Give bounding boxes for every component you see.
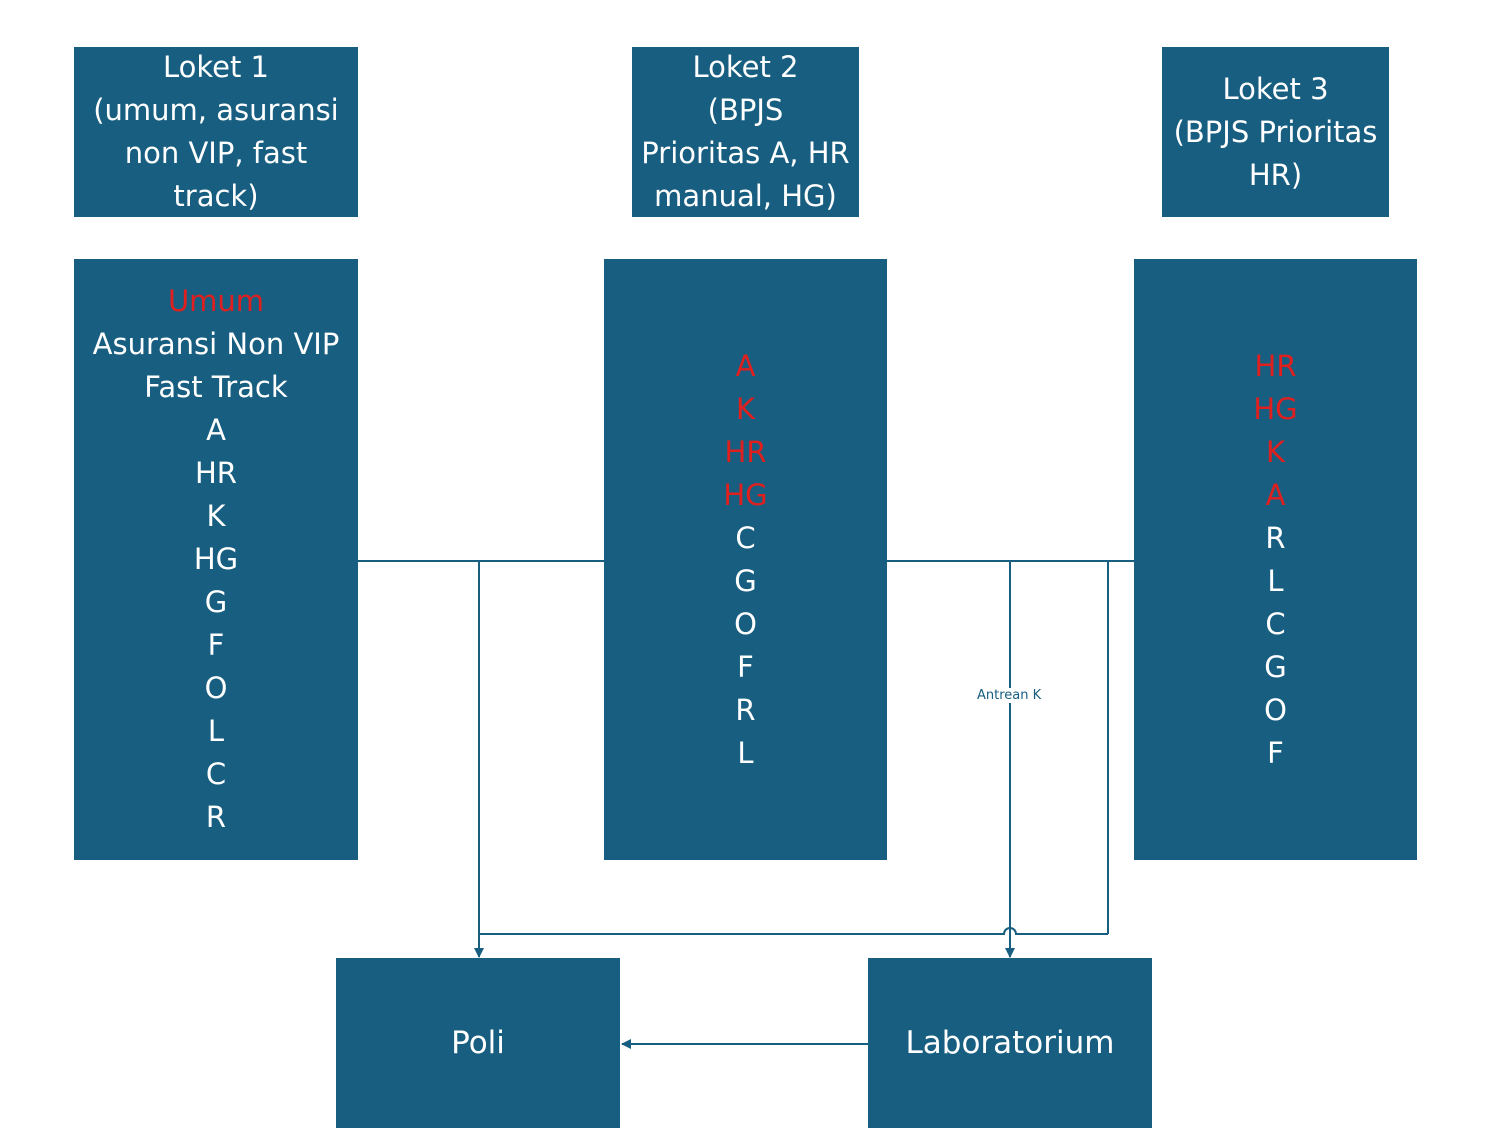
loket-3-title-line: Loket 3 xyxy=(1222,71,1329,106)
queue-item: HR xyxy=(195,456,237,490)
queue-item: F xyxy=(207,628,225,662)
loket-2-title-line: Prioritas A, HR xyxy=(641,136,850,170)
queue-item: HG xyxy=(1253,392,1298,426)
poli-label: Poli xyxy=(451,1025,505,1061)
queue-item: C xyxy=(205,757,227,791)
queue-item: Fast Track xyxy=(144,370,288,404)
loket-3-title: Loket 3 (BPJS Prioritas HR) xyxy=(1174,68,1378,197)
queue-item: G xyxy=(1264,650,1287,684)
connector-return-to-poli xyxy=(479,927,1108,935)
laboratorium-box: Laboratorium xyxy=(868,958,1152,1128)
queue-item: C xyxy=(735,521,756,555)
queue-item: G xyxy=(734,564,757,598)
loket-2-title-line: Loket 2 xyxy=(692,50,799,84)
queue-item: C xyxy=(1265,607,1286,641)
queue-item: HR xyxy=(724,435,767,469)
queue-item: A xyxy=(1265,478,1286,512)
queue-item: O xyxy=(734,607,757,641)
loket-3-title-line: (BPJS Prioritas xyxy=(1173,114,1378,149)
queue-item: L xyxy=(207,714,225,748)
loket-3-header: Loket 3 (BPJS Prioritas HR) xyxy=(1162,47,1389,217)
queue-item: L xyxy=(737,736,754,770)
loket-3-title-line: HR) xyxy=(1248,157,1303,192)
poli-box: Poli xyxy=(336,958,620,1128)
loket-1-title-line: track) xyxy=(173,179,259,213)
queue-item: R xyxy=(205,800,227,834)
queue-item: Asuransi Non VIP xyxy=(92,327,340,361)
loket-2-title-line: (BPJS xyxy=(707,93,784,127)
queue-item: HR xyxy=(1254,349,1297,383)
queue-item: O xyxy=(204,671,228,705)
queue-item: HG xyxy=(193,542,239,576)
queue-item: Umum xyxy=(167,284,265,318)
queue-item: F xyxy=(737,650,754,684)
queue-item: K xyxy=(206,499,226,533)
queue-item: G xyxy=(204,585,228,619)
queue-item: L xyxy=(1267,564,1284,598)
queue-item: R xyxy=(1265,521,1286,555)
queue-item: A xyxy=(206,413,226,447)
loket-2-title: Loket 2 (BPJS Prioritas A, HR manual, HG… xyxy=(641,46,849,218)
laboratorium-label: Laboratorium xyxy=(905,1025,1115,1061)
antrean-k-label: Antrean K xyxy=(975,688,1044,703)
queue-item: O xyxy=(1264,693,1287,727)
queue-item: R xyxy=(735,693,756,727)
loket-2-header: Loket 2 (BPJS Prioritas A, HR manual, HG… xyxy=(632,47,859,217)
loket-1-header: Loket 1 (umum, asuransi non VIP, fast tr… xyxy=(74,47,358,217)
loket-2-title-line: manual, HG) xyxy=(654,179,837,213)
queue-item: A xyxy=(735,349,756,383)
loket-1-title-line: (umum, asuransi xyxy=(93,93,339,127)
queue-item: HG xyxy=(723,478,768,512)
loket-1-title-line: non VIP, fast xyxy=(124,136,308,170)
loket-1-title-line: Loket 1 xyxy=(162,50,269,84)
queue-item: K xyxy=(1265,435,1286,469)
queue-item: K xyxy=(735,392,756,426)
queue-item: F xyxy=(1267,736,1284,770)
loket-1-title: Loket 1 (umum, asuransi non VIP, fast tr… xyxy=(93,46,339,218)
